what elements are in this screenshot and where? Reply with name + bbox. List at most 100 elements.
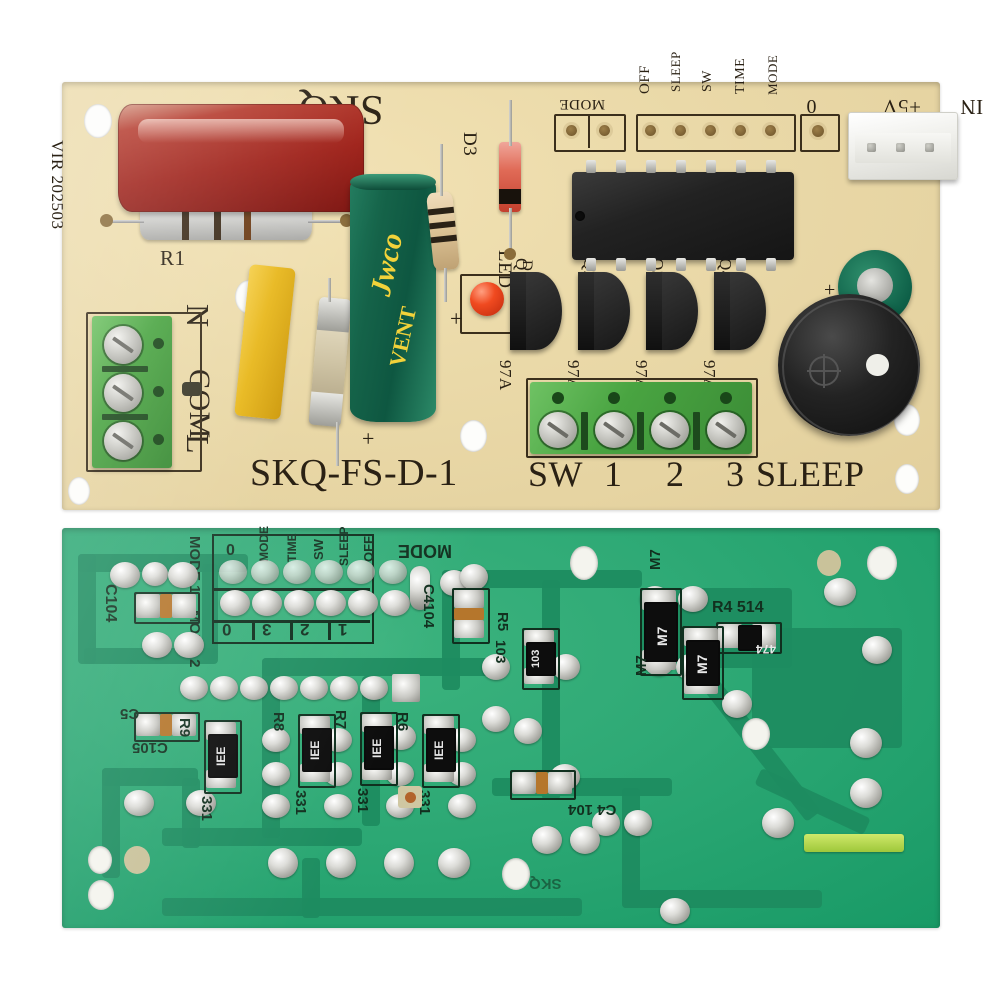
ref-d3: D3 — [459, 132, 480, 157]
label-r4: R4 514 — [712, 599, 764, 616]
smd-pad — [548, 772, 572, 794]
smd-pad — [512, 772, 536, 794]
glass-fuse — [308, 296, 352, 428]
c5-polarity-marker: + — [824, 279, 836, 301]
smd-pad — [454, 590, 484, 608]
marking-q1: 97A — [496, 360, 515, 391]
transistor-q3 — [646, 272, 698, 350]
mounting-hole — [570, 546, 598, 580]
header-label-mode-right: MODE — [765, 54, 780, 95]
header-label-time: TIME — [733, 57, 748, 94]
mounting-hole — [460, 420, 487, 452]
axial-lead — [440, 144, 443, 196]
value-r7: 331 — [354, 788, 371, 814]
smd-footprint-r7 — [360, 712, 398, 786]
header-label-zero: 0 — [806, 95, 817, 117]
header-label-mode-left: MODE — [559, 96, 606, 112]
transistor-q1 — [510, 272, 562, 350]
bottom-pin-label-sleep: SLEEP — [337, 526, 351, 566]
solder-pad — [100, 214, 113, 227]
smd-resistor-r5 — [526, 642, 556, 676]
label-c4: C4 104 — [568, 801, 617, 818]
bottom-pin-label-off: OFF — [361, 536, 376, 562]
label-c104: C104 — [102, 584, 119, 623]
mounting-hole — [68, 477, 90, 505]
copper-trace — [102, 768, 198, 786]
terminal-pad — [182, 382, 202, 396]
bottom-table-cell-2: 2 — [300, 620, 310, 639]
smd-capacitor-c104 — [160, 594, 172, 618]
smd-footprint-r8 — [298, 714, 336, 788]
mounting-hole — [88, 880, 114, 910]
smd-resistor-r8 — [302, 728, 332, 772]
diode-lead — [509, 208, 512, 252]
bottom-table-cell-0: 0 — [222, 620, 232, 639]
header-pad — [705, 125, 716, 136]
zero-header-footprint — [800, 114, 840, 152]
pcb-component-side: VIR 202503 SKQ SKQ-FS-D-1 SLEEP N COM L … — [48, 51, 983, 510]
smd-pad — [136, 714, 160, 736]
led-polarity-marker: + — [450, 306, 463, 331]
value-r9: 331 — [198, 796, 215, 822]
mounting-hole — [895, 464, 919, 494]
pcb-solder-side: 0 3 2 1 0 MODE TIME SW SLEEP OFF MODE MO… — [62, 526, 940, 928]
resistor-lead — [308, 220, 346, 223]
header-pad — [645, 125, 656, 136]
smd-footprint-c4104 — [452, 588, 490, 644]
copper-trace — [622, 890, 822, 908]
sleep-label-text: SLEEP — [756, 454, 865, 494]
sw-terminal-block[interactable] — [530, 382, 752, 454]
cap-brand-text: Jwco — [364, 230, 410, 299]
resistor-lead — [106, 220, 144, 223]
piezo-buzzer — [778, 294, 920, 436]
green-jumper — [804, 834, 904, 852]
diode-lead — [509, 100, 512, 146]
copper-trace — [162, 898, 582, 916]
smd-resistor-r6 — [426, 728, 456, 772]
jst-connector[interactable] — [848, 112, 958, 180]
smd-capacitor-c4104 — [454, 608, 484, 620]
polarity-marker: + — [362, 426, 375, 451]
label-c4104: C4104 — [420, 584, 437, 629]
smd-capacitor-c4 — [536, 772, 548, 794]
marking-r9: IEE — [214, 746, 228, 766]
cap-brand-sub-text: VENT — [384, 304, 422, 370]
smd-capacitor-c105 — [160, 714, 172, 736]
fuse-lead — [328, 278, 331, 302]
marking-r8: IEE — [308, 740, 322, 760]
transistor-q2 — [578, 272, 630, 350]
marking-d2: M7 — [694, 654, 710, 674]
bottom-pin-label-sw: SW — [311, 539, 326, 560]
safety-capacitor-red — [118, 104, 364, 212]
power-terminal-block[interactable] — [92, 316, 172, 468]
bottom-table-cell-3: 3 — [262, 620, 272, 639]
smd-footprint-r9 — [204, 720, 242, 794]
smd-pad — [136, 594, 160, 618]
label-r8: R8 — [270, 712, 287, 732]
smd-resistor-r7 — [364, 726, 394, 770]
header-pad — [765, 125, 776, 136]
copper-trace — [78, 554, 96, 664]
mode-header-footprint — [554, 114, 626, 152]
mounting-hole — [502, 858, 530, 890]
label-r6: R6 — [394, 712, 411, 732]
header-pad — [812, 125, 824, 137]
function-header-footprint — [636, 114, 796, 152]
dip16-ic — [572, 172, 794, 260]
header-label-sleep: SLEEP — [668, 51, 683, 92]
smd-pad — [172, 594, 196, 618]
smd-footprint-d1 — [640, 588, 682, 676]
sw-terminal-label-1: 1 — [604, 454, 623, 494]
test-via — [405, 792, 416, 803]
axial-lead — [444, 268, 447, 302]
bottom-pin-label-0: 0 — [226, 540, 235, 557]
model-number-text: SKQ-FS-D-1 — [250, 452, 458, 494]
header-label-in-right: IN — [960, 95, 984, 119]
mounting-hole — [742, 718, 770, 750]
marking-r6: IEE — [432, 740, 446, 760]
label-c105-top: C5 — [120, 705, 140, 722]
header-pad — [675, 125, 686, 136]
smd-footprint-c104 — [134, 592, 200, 624]
value-r8: 331 — [292, 790, 309, 816]
marking-r7: IEE — [370, 738, 384, 758]
